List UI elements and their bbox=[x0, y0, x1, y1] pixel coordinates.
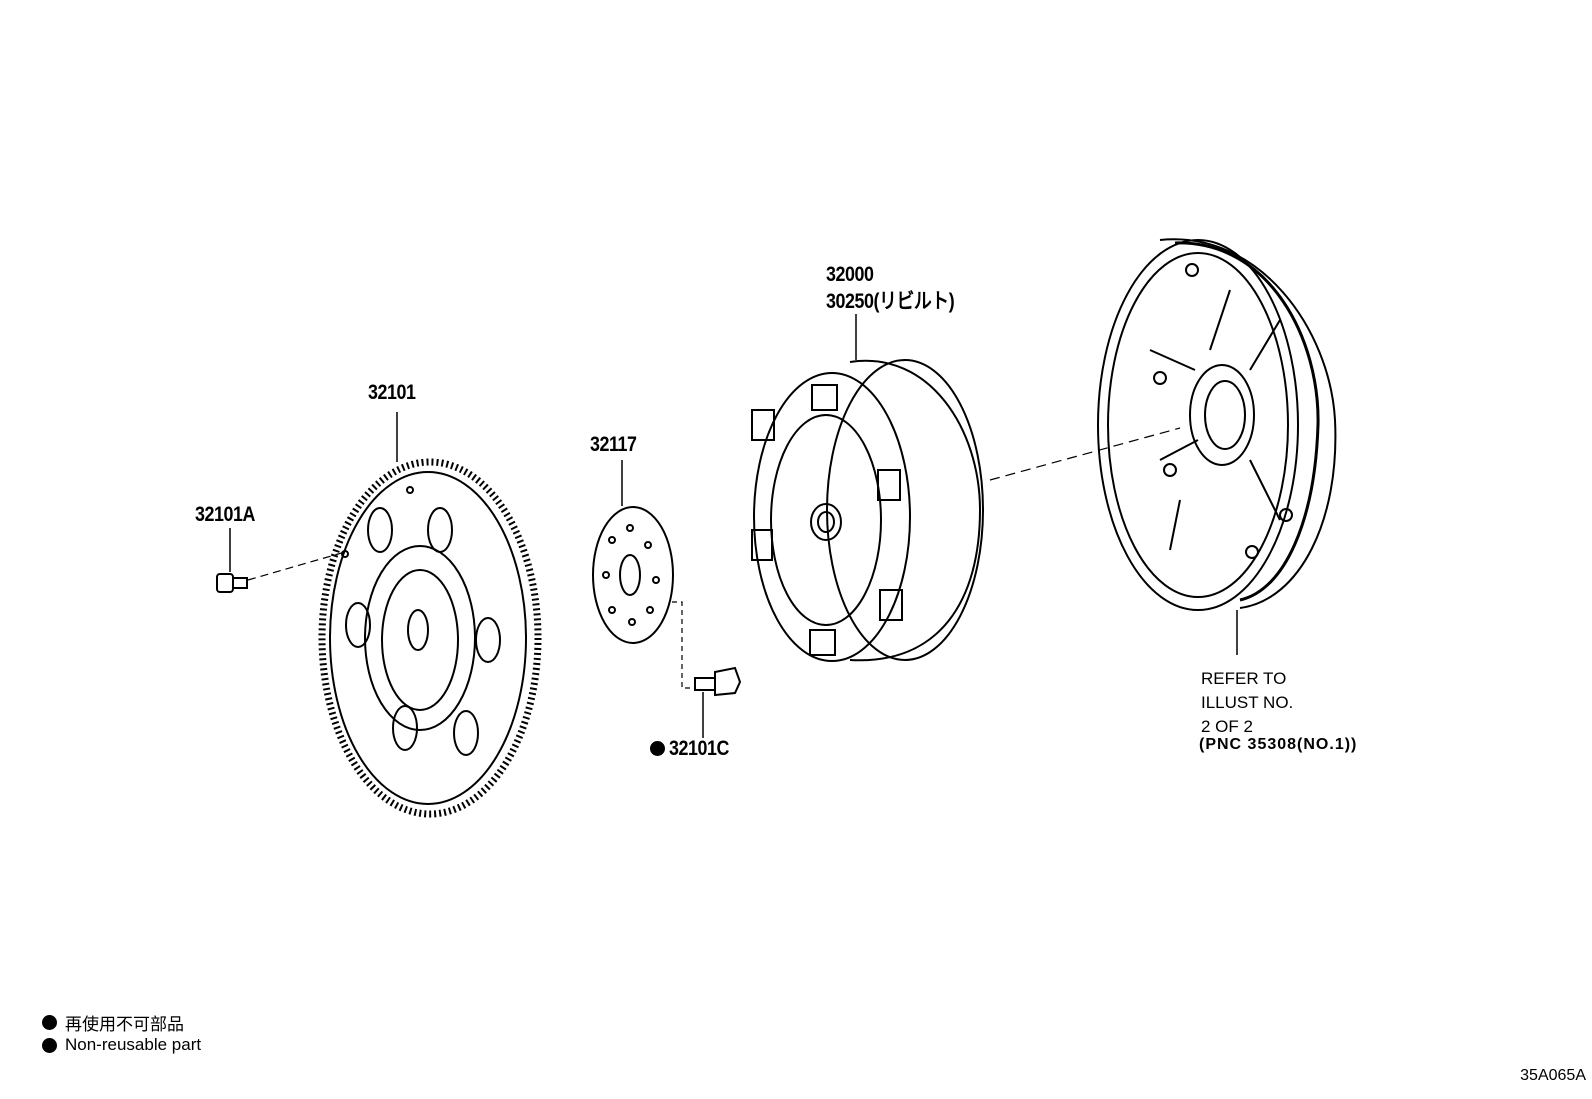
part-label-flywheel-bolt[interactable]: 32101A bbox=[195, 503, 255, 526]
part-label-plate-bolt[interactable]: 32101C bbox=[669, 737, 729, 760]
bullet-icon bbox=[42, 1037, 57, 1053]
legend-en: Non-reusable part bbox=[42, 1035, 201, 1055]
legend-en-text: Non-reusable part bbox=[65, 1035, 202, 1054]
bullet-icon bbox=[42, 1015, 57, 1030]
plate-drawing bbox=[592, 460, 695, 689]
part-label-converter-rebuilt[interactable]: 30250(リビルト) bbox=[826, 290, 955, 313]
torque-converter-drawing bbox=[751, 314, 1181, 662]
legend-jp: 再使用不可部品 bbox=[42, 1010, 184, 1035]
transmission-housing-drawing bbox=[1097, 238, 1337, 655]
plate-bolt-drawing bbox=[694, 666, 742, 738]
illustration-code: 35A065A bbox=[1520, 1067, 1586, 1084]
refer-pnc-link[interactable]: (PNC 35308(NO.1)) bbox=[1199, 736, 1358, 753]
legend-jp-text: 再使用不可部品 bbox=[65, 1015, 184, 1034]
non-reusable-marker bbox=[650, 741, 665, 756]
part-label-plate[interactable]: 32117 bbox=[590, 433, 637, 456]
flywheel-drawing bbox=[318, 458, 542, 818]
refer-note: REFER TO ILLUST NO. 2 OF 2 bbox=[1201, 669, 1294, 736]
part-label-converter[interactable]: 32000 bbox=[826, 263, 874, 286]
flywheel-bolt-drawing bbox=[216, 528, 346, 593]
part-label-flywheel[interactable]: 32101 bbox=[368, 381, 416, 404]
